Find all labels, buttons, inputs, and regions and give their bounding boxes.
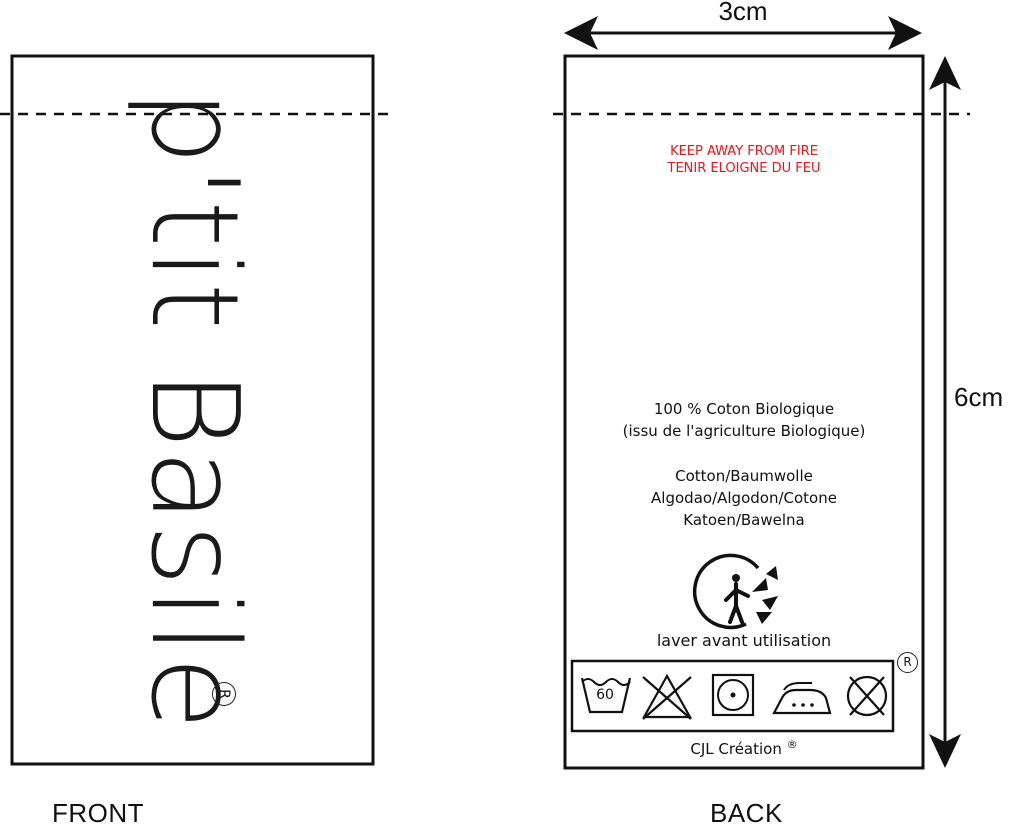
back-label-outline	[563, 54, 925, 770]
back-caption: BACK	[710, 798, 783, 828]
no-bleach-icon	[642, 673, 692, 720]
translation-line-2: Algodao/Algodon/Cotone	[651, 489, 837, 507]
maker-mark: ®	[786, 738, 798, 751]
maker-credit: CJL Création ®	[566, 738, 922, 758]
width-dimension-label: 3cm	[718, 0, 768, 26]
composition-line-1: 100 % Coton Biologique	[653, 400, 835, 418]
care-symbols-frame	[570, 659, 895, 733]
translation-line-1: Cotton/Baumwolle	[675, 467, 813, 485]
wash-temperature: 60	[596, 687, 614, 703]
triman-recycling-icon	[692, 553, 778, 630]
care-registered-mark: R	[897, 652, 918, 673]
height-dimension-label: 6cm	[954, 382, 1004, 412]
fire-warning-line-1: KEEP AWAY FROM FIRE	[670, 144, 818, 159]
wash-60-icon	[580, 677, 632, 714]
fire-warning-line-2: TENIR ELOIGNE DU FEU	[667, 161, 821, 176]
height-dimension-arrow	[929, 56, 961, 768]
composition-line-2: (issu de l'agriculture Biologique)	[622, 422, 866, 440]
no-dry-clean-icon	[846, 675, 888, 717]
width-dimension-arrow	[564, 16, 922, 50]
front-label-outline	[10, 54, 375, 766]
front-caption: FRONT	[52, 798, 145, 828]
front-registered-mark: R	[212, 682, 236, 706]
translation-line-3: Katoen/Bawelna	[683, 511, 805, 529]
brand-wordmark: p'tit Basile	[124, 89, 263, 731]
iron-medium-icon	[772, 682, 832, 715]
wash-note: laver avant utilisation	[656, 631, 832, 650]
tumble-dry-icon	[711, 673, 755, 717]
maker-name: CJL Création	[690, 740, 782, 758]
